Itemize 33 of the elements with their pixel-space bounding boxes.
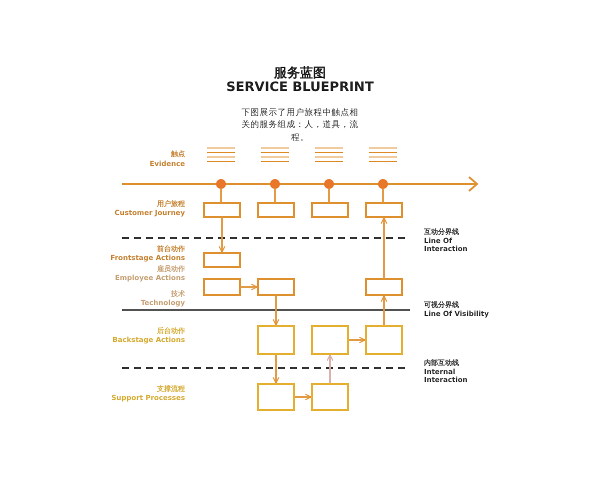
process-box [311, 202, 349, 218]
arrow [241, 284, 258, 290]
touchpoint-dot [324, 179, 334, 189]
process-box [257, 325, 295, 355]
arrow [349, 336, 366, 344]
connector-line [328, 189, 330, 202]
arrow [218, 218, 226, 253]
connector-line [382, 189, 384, 202]
arrow [326, 354, 334, 383]
connector-line [220, 189, 222, 202]
diagram-title: 服务蓝图 [272, 65, 327, 81]
touchpoint-dot [270, 179, 280, 189]
process-box [365, 278, 403, 296]
diagram-caption: 下图展示了用户旅程中触点相关的服务组成：人，道具，流程。 [240, 107, 360, 144]
process-box [311, 383, 349, 411]
process-box [257, 383, 295, 411]
process-box [203, 202, 241, 218]
touchpoint-dot [378, 179, 388, 189]
arrow [295, 394, 312, 400]
diagram-subtitle: SERVICE BLUEPRINT [225, 80, 375, 95]
arrow [380, 217, 388, 278]
process-box [203, 252, 241, 268]
process-box [311, 325, 349, 355]
arrow [272, 296, 280, 326]
process-box [257, 202, 295, 218]
touchpoint-dot [216, 179, 226, 189]
arrow [272, 355, 280, 384]
process-box [365, 202, 403, 218]
connector-line [274, 189, 276, 202]
arrow [380, 295, 388, 325]
process-box [257, 278, 295, 296]
process-box [365, 325, 403, 355]
process-box [203, 278, 241, 296]
